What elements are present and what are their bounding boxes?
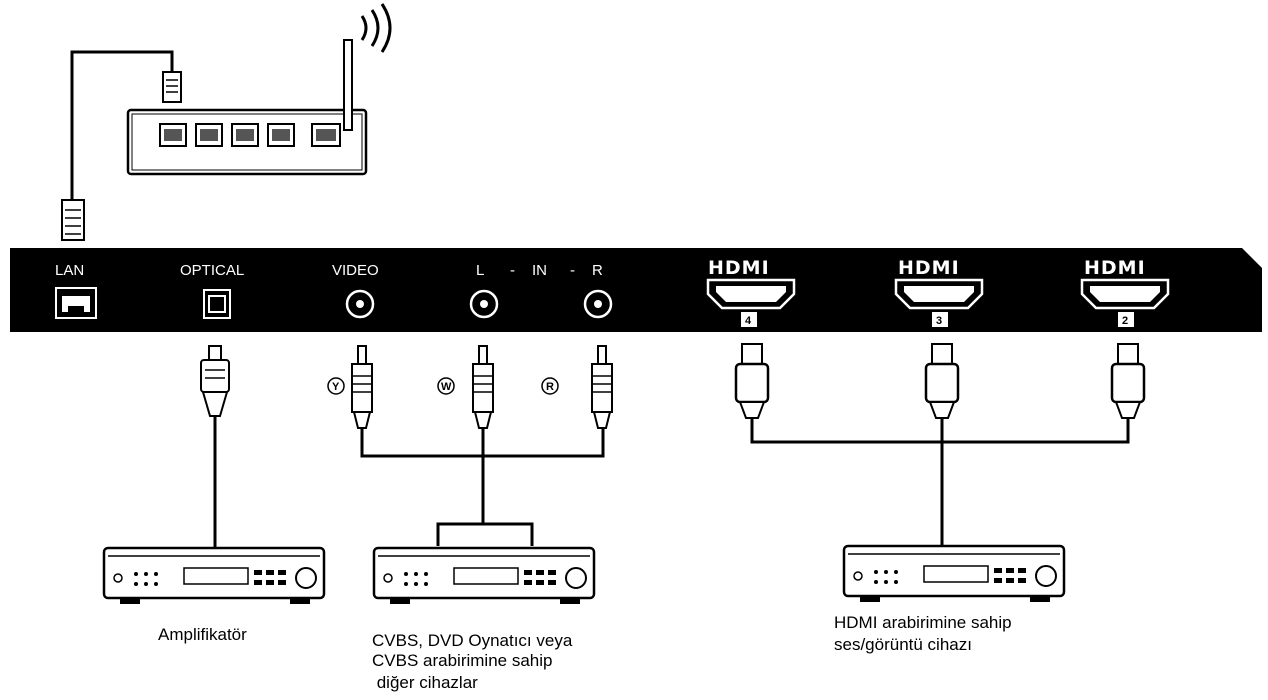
router-icon [126, 39, 368, 176]
rca-plug-white [472, 345, 494, 429]
rca-jack-icon [583, 289, 613, 319]
audio-dash: - [570, 262, 575, 279]
hdmi-port-3: HDMI 3 [894, 257, 984, 327]
rca-cables: Y W R [327, 345, 613, 546]
audio-in-label: IN [532, 262, 547, 279]
hdmi-device-caption-line-2: ses/görüntü cihazı [834, 635, 972, 654]
cvbs-caption-line-1: CVBS, DVD Oynatıcı veya [372, 631, 573, 650]
hdmi-port-4: HDMI 4 [706, 257, 796, 327]
audio-dash: - [510, 262, 515, 279]
hdmi-port-icon [894, 278, 984, 310]
video-label: VIDEO [332, 262, 379, 279]
cvbs-caption-line-3: diğer cihazlar [372, 673, 478, 692]
hdmi-port-icon [706, 278, 796, 310]
rj45-plug-icon [162, 71, 182, 103]
av-device-icon [842, 544, 1066, 602]
lan-label: LAN [55, 262, 84, 279]
red-plug-letter: R [546, 381, 554, 393]
wifi-icon [360, 3, 392, 53]
rj45-plug-icon [61, 199, 85, 241]
optical-cable [200, 345, 230, 548]
hdmi-number: 2 [1122, 315, 1128, 327]
lan-cable [70, 50, 174, 200]
cvbs-caption-line-2: CVBS arabirimine sahip [372, 651, 552, 670]
tv-back-panel: LAN OPTICAL VIDEO L - IN - R [10, 248, 1262, 332]
yellow-plug-letter: Y [332, 381, 340, 393]
hdmi-device-caption-line-1: HDMI arabirimine sahip [834, 613, 1012, 632]
optical-port-icon [203, 289, 231, 319]
hdmi-plug [1110, 343, 1146, 419]
hdmi-cables [734, 343, 1146, 546]
hdmi-plug [734, 343, 770, 419]
hdmi-logo: HDMI [898, 257, 960, 279]
audio-l-label: L [476, 262, 484, 279]
rca-plug-yellow [351, 345, 373, 429]
hdmi-number: 3 [936, 315, 942, 327]
audio-r-label: R [592, 262, 603, 279]
rca-jack-icon [469, 289, 499, 319]
hdmi-logo: HDMI [1084, 257, 1146, 279]
hdmi-port-2: HDMI 2 [1080, 257, 1170, 327]
hdmi-plug [924, 343, 960, 419]
optical-label: OPTICAL [180, 262, 244, 279]
hdmi-logo: HDMI [708, 257, 770, 279]
rca-jack-icon [345, 289, 375, 319]
hdmi-number: 4 [745, 315, 752, 327]
white-plug-letter: W [441, 381, 452, 393]
router [61, 3, 392, 241]
lan-port-icon [55, 287, 97, 319]
hdmi-port-icon [1080, 278, 1170, 310]
rca-plug-red [591, 345, 613, 429]
av-device-icon [102, 546, 326, 604]
amplifier-caption: Amplifikatör [158, 625, 247, 644]
av-device-icon [372, 546, 596, 604]
